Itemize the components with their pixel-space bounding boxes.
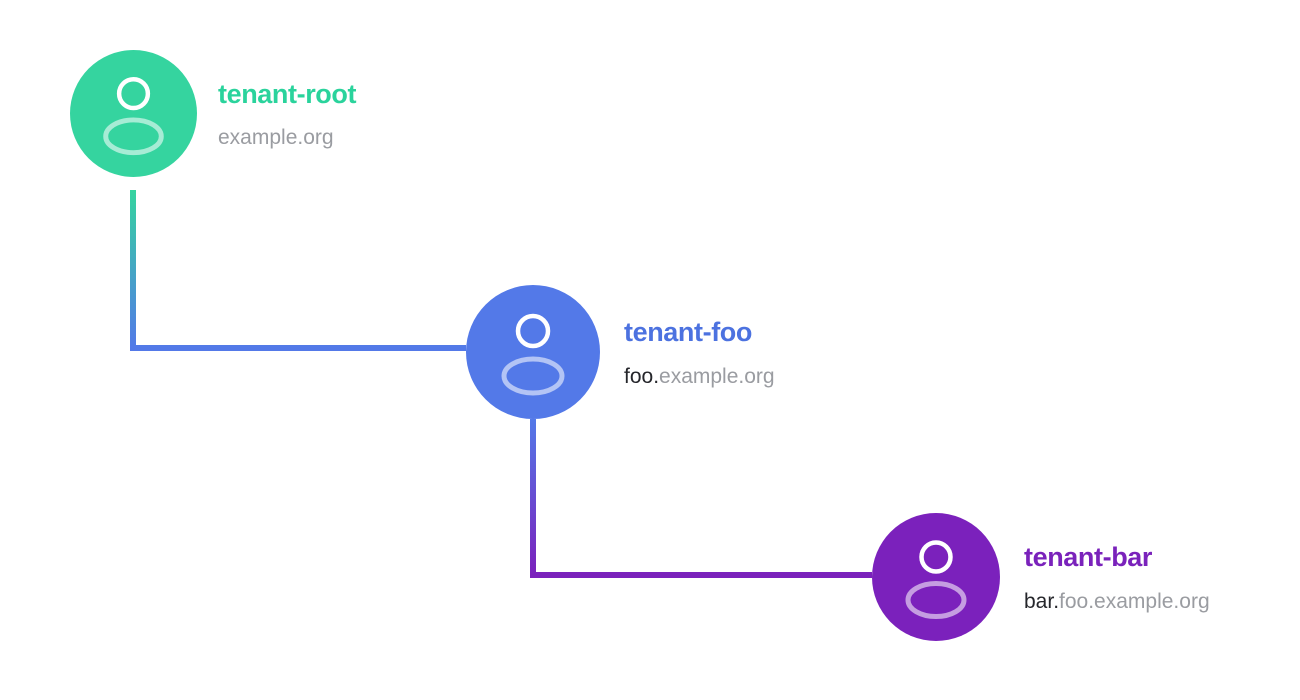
- person-icon: [905, 540, 967, 619]
- node-domain-head: foo.: [624, 364, 660, 388]
- node-tenant-bar[interactable]: tenant-bar bar.foo.example.org: [872, 513, 1210, 641]
- node-domain: foo.example.org: [624, 365, 775, 388]
- avatar[interactable]: [70, 50, 197, 177]
- node-tenant-root[interactable]: tenant-root example.org: [70, 50, 356, 177]
- node-domain-tail: example.org: [659, 364, 775, 388]
- node-domain-tail: foo.example.org: [1059, 589, 1210, 613]
- edge-foo-to-bar: [530, 419, 872, 578]
- node-domain-tail: example.org: [218, 126, 334, 150]
- node-title: tenant-bar: [1024, 542, 1153, 573]
- node-domain: example.org: [218, 126, 356, 149]
- node-label-group: tenant-root example.org: [218, 78, 357, 150]
- node-title: tenant-foo: [624, 317, 752, 348]
- person-icon: [501, 313, 565, 396]
- person-icon: [103, 77, 164, 156]
- edge-root-to-foo: [130, 190, 466, 351]
- node-tenant-foo[interactable]: tenant-foo foo.example.org: [466, 285, 775, 419]
- node-label-group: tenant-foo foo.example.org: [624, 317, 775, 388]
- node-domain-head: bar.: [1024, 589, 1060, 613]
- node-title: tenant-root: [218, 78, 357, 109]
- node-domain: bar.foo.example.org: [1024, 590, 1210, 613]
- node-label-group: tenant-bar bar.foo.example.org: [1024, 542, 1210, 613]
- avatar[interactable]: [466, 285, 600, 419]
- avatar[interactable]: [872, 513, 1000, 641]
